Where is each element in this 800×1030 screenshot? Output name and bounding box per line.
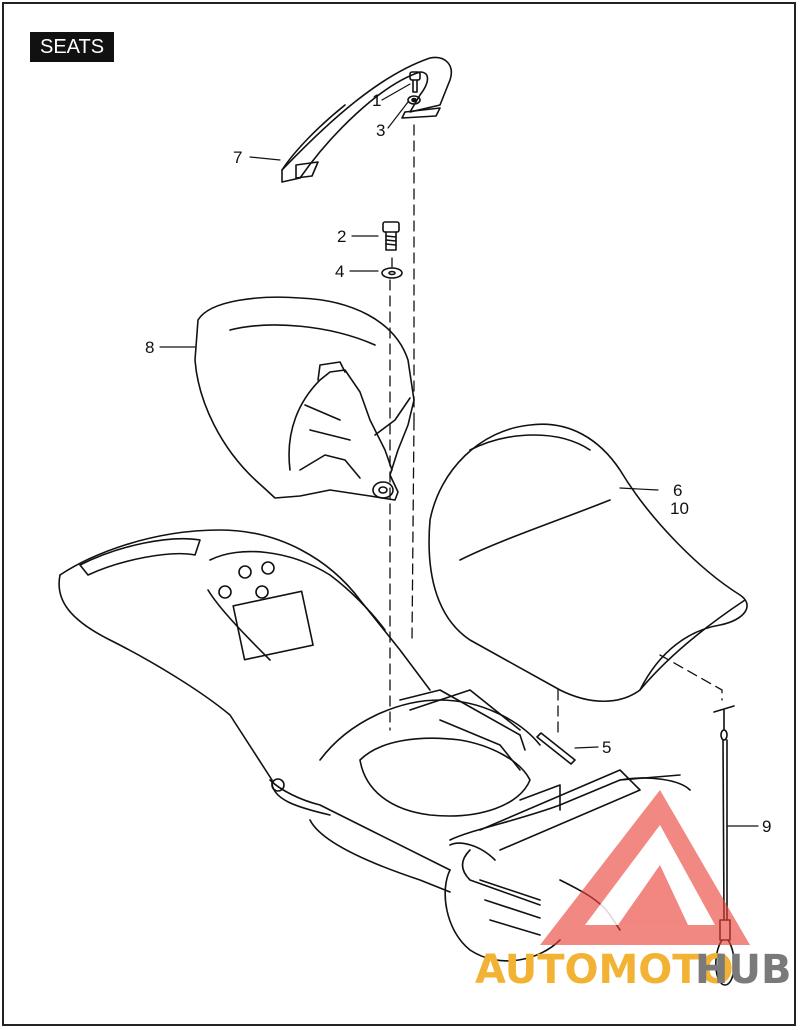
pin-part (536, 732, 576, 765)
watermark-text-auto: AUTOMOTO (475, 947, 734, 993)
pillion-seat-part (194, 296, 415, 501)
section-title: SEATS (30, 32, 115, 62)
callout-9: 9 (762, 817, 771, 836)
callout-3: 3 (376, 121, 385, 140)
callout-5: 5 (602, 738, 611, 757)
callout-4: 4 (335, 262, 344, 281)
washer-part (381, 267, 403, 279)
watermark-text-hub: HUB (695, 947, 791, 993)
callout-7: 7 (233, 148, 242, 167)
bolt-part (382, 221, 400, 251)
callout-1: 1 (372, 91, 381, 110)
callout-8: 8 (145, 338, 154, 357)
watermark-logo (540, 790, 750, 945)
callout-10: 10 (670, 499, 689, 518)
grab-strap-part (281, 56, 452, 183)
leader-lines (159, 83, 759, 827)
rider-seat-part (428, 423, 748, 703)
assembly-lines (389, 124, 723, 733)
callout-2: 2 (337, 227, 346, 246)
callout-6: 6 (673, 481, 682, 500)
frame-fender-part (58, 529, 691, 962)
screw-part (407, 71, 421, 105)
